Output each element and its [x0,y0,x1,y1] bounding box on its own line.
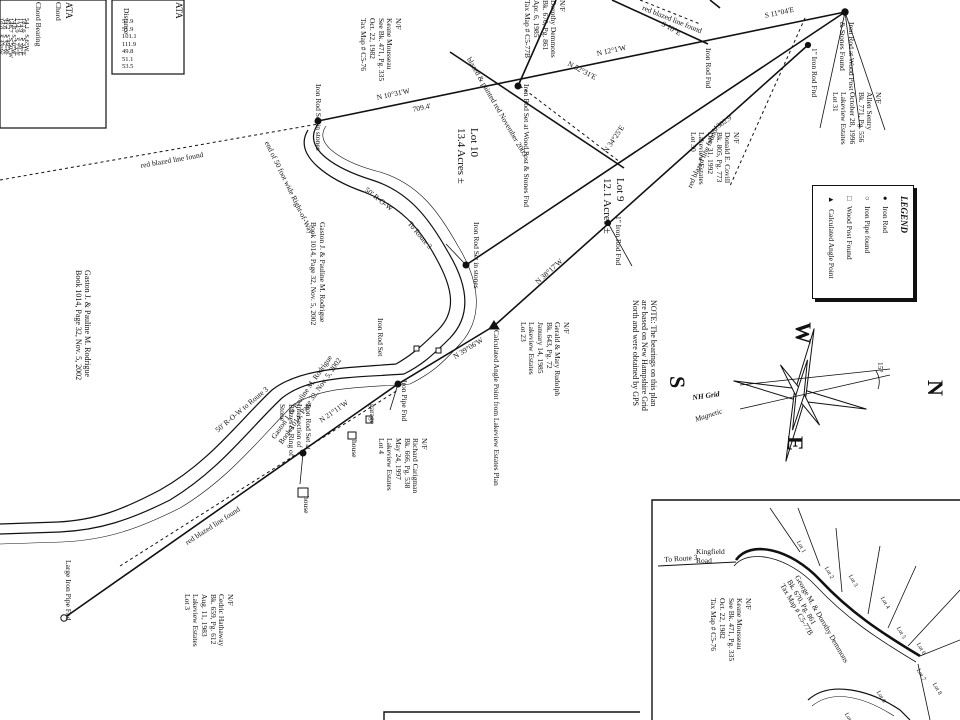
monument-label: 1" Iron Rod Fnd [810,48,819,98]
line-table-row: 49.8 [122,48,134,55]
blazed-line-top [611,0,709,45]
top-right-stub [709,0,721,9]
blazed-lines [0,0,806,567]
compass-east: E [783,436,808,451]
monument-label: Iron Pipe Fnd [400,380,409,422]
owner-rodrigue-center: Gaston J. & Pauline M. Rodrigue Book 101… [309,222,327,326]
blazed-line-upper [449,51,625,169]
compass-south: S [665,376,690,389]
lot-divider-line [493,44,809,327]
owner-keane-mousseau: N/F Keane Mousseau See Bk. 471, Pg. 335 … [359,18,404,82]
curve-table-col-chord: Chord [54,2,63,21]
owner-rodrigue-left: Gaston J. & Pauline M. Rodrigue Book 101… [73,270,92,381]
monument-label: Large Iron Pipe Fnd [64,560,73,621]
curve-table-header: ATA [64,2,74,19]
bearing-note: NOTE: The bearings on this plan are base… [630,300,658,411]
angle-point-icon: ▲ [827,196,836,204]
line-table-row: 111.9 [122,40,137,48]
south-boundary-line [63,383,399,619]
monument-label: Iron Rod Set at Intersection of Blazes &… [278,404,313,457]
legend-title: LEGEND [899,196,909,234]
lot-10-label: Lot 10 13.4 Acres ± [455,128,480,184]
monument-label: Iron Rod Set in stones [314,84,323,151]
owner-allen-sentry: N/F Allen Sentry Bk. 771, Pg. 556 Octobe… [830,92,883,145]
southwest-line [397,325,495,385]
monument-label: Calculated Angle Point from Lakeview Est… [492,330,501,486]
compass-declination: 15° [876,362,885,373]
line-table-row: 51.1 [122,55,134,63]
inset-map [383,499,960,720]
monuments [60,8,849,622]
line-table-header: ATA [174,2,184,19]
north-boundary-line [317,11,846,122]
line-table-row: 51.9 [122,25,134,33]
legend-item: ● Iron Rod [881,196,890,234]
structure-label: garage [368,404,377,424]
line-table-row: 101.1 [122,33,137,40]
owner-cedric-hathaway: N/F Cedric Hathaway Bk. 659, Pg. 612 Aug… [182,594,235,647]
inset-keane-label: N/F Keane Mousseau See Bk. 471, Pg. 335 … [709,598,754,662]
legend-item: ▲ Calculated Angle Point [827,196,836,279]
iron-pipe-marker [60,614,68,622]
compass-west: W [791,322,816,344]
corner-ticks [299,11,886,485]
iron-rod-marker [804,41,812,49]
legend: LEGEND ● Iron Rod ○ Iron Pipe found □ Wo… [812,185,914,299]
legend-item: ○ Iron Pipe found [863,196,872,254]
curve-table-col-bearing: Chord Bearing [34,2,43,47]
owner-dorothy-demmons: N/F Dorothy Demmons Bk. 670, Pg. 861 Apr… [523,0,568,59]
monument-label: Iron Rod Set [376,318,385,357]
iron-pipe-icon: ○ [863,196,872,201]
iron-rod-icon: ● [881,196,890,201]
iron-rod-marker [514,82,522,90]
curve-table-frame [0,0,185,129]
owner-gerald-mary-rudolph: N/F Gerald & Mary Rudolph Bk. 643, Pg. 7… [518,322,571,396]
monument-label: Iron Rod Set in stones [472,222,481,289]
structure-label: house [350,440,359,458]
monument-label: 1" Iron Rod Fnd [614,216,623,266]
iron-rod-marker [314,117,322,125]
wood-post-icon: □ [845,196,854,201]
owner-richard-carigman: N/F Richard Carigman Bk. 666, Pg. 538 Ma… [376,438,429,494]
monument-label: Iron Rod at Wood Post & Stones Found [838,22,856,91]
structure-label: house [302,496,311,514]
legend-item: □ Wood Post Found [845,196,854,260]
compass-rose [733,328,891,462]
angle-point-marker [488,320,500,330]
east-diagonal-line [465,11,846,266]
monument-label: Iron Rod Fnd [704,48,713,89]
top-left-stub [517,0,557,87]
road-label: Kingfield Road [696,547,725,565]
line-table-row: 51.9 [122,18,134,25]
right-of-way-road [0,123,477,545]
property-lines [63,0,846,619]
structures [297,345,442,498]
line-table-row: 53.5 [122,63,134,70]
compass-north: N [923,380,948,396]
